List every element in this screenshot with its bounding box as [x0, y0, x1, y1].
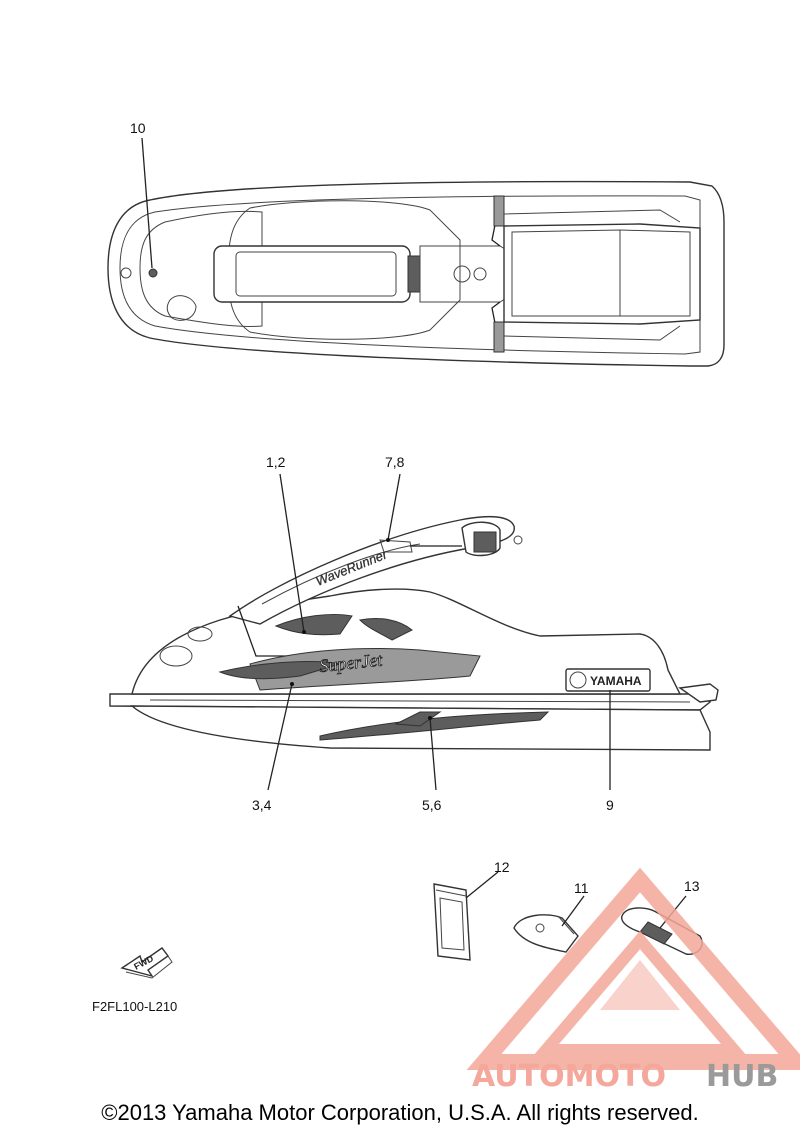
- yamaha-badge-text: YAMAHA: [590, 674, 642, 688]
- copyright-notice: ©2013 Yamaha Motor Corporation, U.S.A. A…: [101, 1100, 699, 1125]
- callout-1-2: 1,2: [266, 454, 286, 470]
- watermark-logo-icon: [466, 867, 800, 1070]
- side-view-watercraft: [109, 473, 719, 791]
- callout-13: 13: [684, 878, 700, 894]
- callout-11: 11: [574, 880, 589, 896]
- part-11-tag: [513, 895, 585, 953]
- top-view-watercraft: [107, 137, 725, 367]
- callout-3-4: 3,4: [252, 797, 272, 813]
- fwd-arrow-icon: [120, 947, 173, 979]
- part-13-strap: [621, 895, 703, 955]
- diagram-code: F2FL100-L210: [92, 999, 177, 1014]
- callout-9: 9: [606, 797, 614, 813]
- callout-10: 10: [130, 120, 146, 136]
- callout-12: 12: [494, 859, 510, 875]
- callout-7-8: 7,8: [385, 454, 405, 470]
- watermark-text-automoto: AUTOMOTO: [472, 1059, 666, 1094]
- watermark-text-hub: HUB: [706, 1059, 778, 1094]
- part-12-card: [433, 871, 499, 961]
- callout-5-6: 5,6: [422, 797, 442, 813]
